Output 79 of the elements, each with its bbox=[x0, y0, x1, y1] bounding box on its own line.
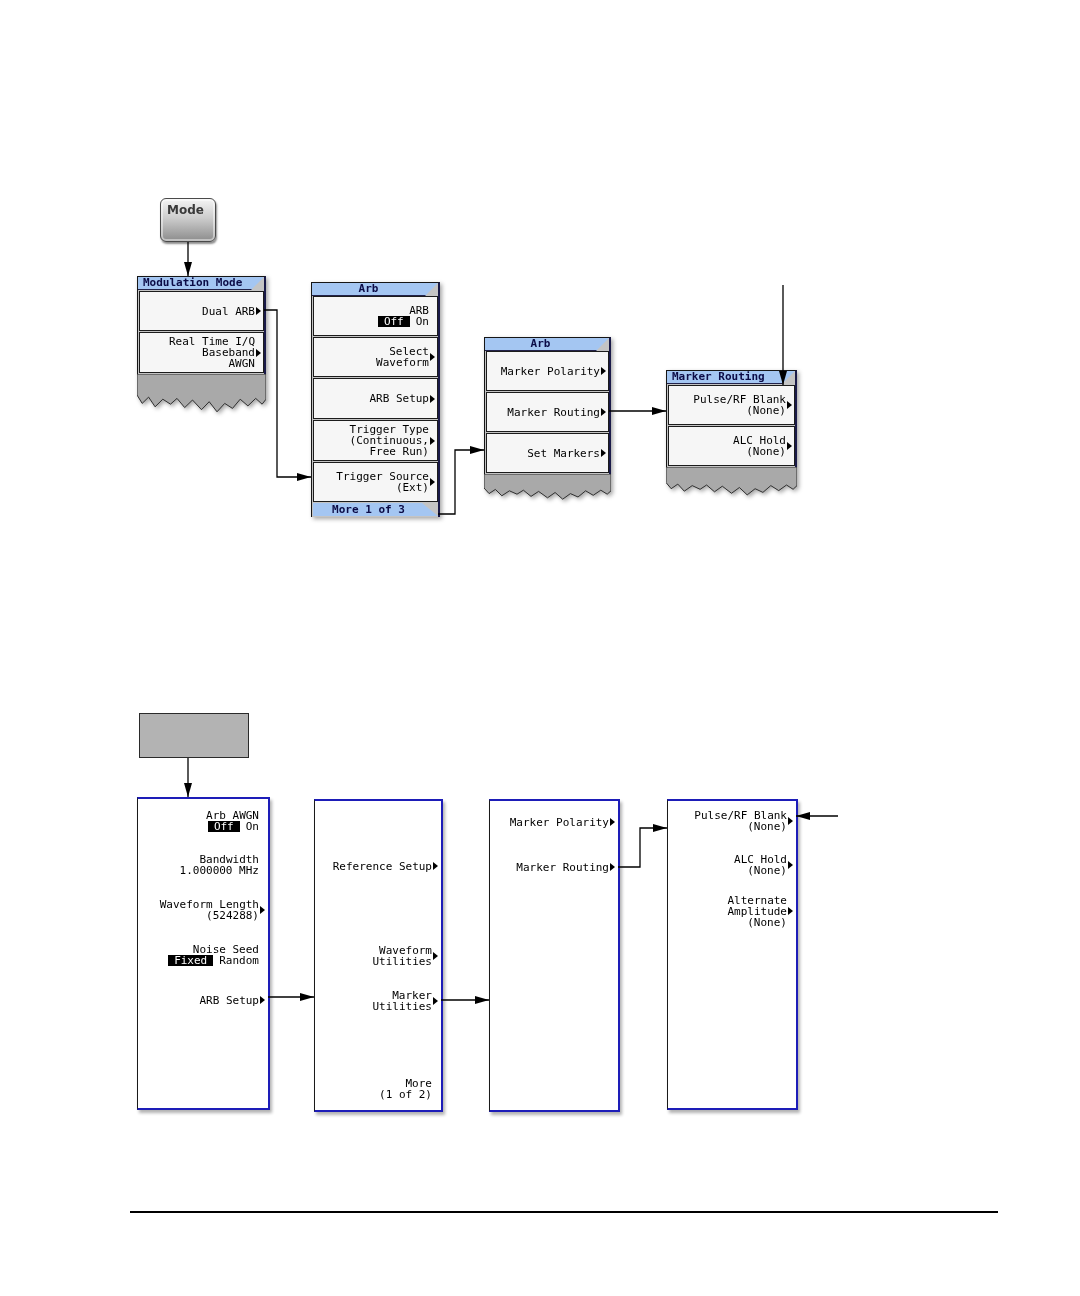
softkey-label: Set Markers bbox=[527, 447, 600, 459]
menu-panel bbox=[311, 282, 440, 517]
softkey bbox=[139, 332, 264, 373]
softkey-value: (Ext) bbox=[395, 482, 429, 493]
softkey-label: Pulse/RF Blank bbox=[693, 394, 786, 405]
softkey-label: Dual ARB bbox=[202, 305, 255, 317]
softkey-label: Arb AWGN bbox=[206, 809, 259, 821]
toggle-option: On bbox=[245, 820, 259, 832]
arrow bbox=[617, 824, 668, 868]
softkey-label: Pulse/RF Blank bbox=[694, 810, 787, 821]
menu-panel bbox=[667, 799, 798, 1110]
arrow bbox=[184, 241, 192, 277]
arrow bbox=[795, 812, 839, 820]
arrow bbox=[267, 993, 315, 1001]
softkey-label: Trigger Source bbox=[336, 471, 429, 482]
softkey-value: (None) bbox=[747, 821, 787, 832]
softkey-value: AWGN bbox=[228, 358, 255, 369]
softkey-label: Trigger Type bbox=[349, 424, 429, 435]
softkey bbox=[486, 392, 609, 432]
softkey-label: Marker Polarity bbox=[500, 365, 600, 377]
arrow bbox=[440, 996, 490, 1004]
arrow bbox=[608, 407, 667, 415]
softkey-label: ARB Setup bbox=[369, 393, 429, 404]
softkey-label: Noise Seed bbox=[192, 944, 259, 955]
softkey-label: Marker Polarity bbox=[509, 816, 609, 828]
arrow bbox=[437, 446, 485, 515]
menu-panel bbox=[666, 370, 797, 498]
softkey-value: (524288) bbox=[206, 910, 259, 921]
softkey-label: Marker Routing bbox=[516, 861, 609, 873]
selected-option: Fixed bbox=[168, 955, 214, 966]
softkey-label: Real Time I/Q Baseband bbox=[167, 336, 255, 358]
softkey-value: (None) bbox=[747, 865, 787, 876]
softkey bbox=[486, 433, 609, 473]
softkey-label: Select Waveform bbox=[375, 346, 429, 368]
softkey-value: (None) bbox=[747, 916, 787, 928]
softkey bbox=[313, 462, 438, 502]
softkey-value: (Continuous, Free Run) bbox=[348, 435, 429, 457]
mode-key: Mode bbox=[160, 198, 216, 242]
menu-panel bbox=[484, 337, 611, 502]
menu-panel bbox=[489, 799, 620, 1112]
softkey-value: 1.000000 MHz bbox=[179, 865, 259, 876]
softkey-label: Waveform Length bbox=[159, 899, 259, 910]
toggle-option: Random bbox=[219, 955, 259, 966]
arrow bbox=[184, 757, 192, 798]
menu-panel bbox=[314, 799, 443, 1112]
softkey bbox=[313, 378, 438, 419]
softkey-label: Marker Utilities bbox=[371, 990, 432, 1012]
more-tab: More 1 of 3 bbox=[313, 503, 438, 516]
menu-title: Marker Routing bbox=[667, 371, 795, 384]
softkey bbox=[313, 296, 438, 336]
softkey bbox=[313, 337, 438, 377]
placeholder-block bbox=[139, 713, 249, 758]
softkey-value: (None) bbox=[746, 405, 786, 416]
softkey-label: Alternate Amplitude bbox=[726, 894, 787, 917]
softkey bbox=[668, 385, 795, 425]
arrow bbox=[263, 309, 312, 481]
softkey-label: Bandwidth bbox=[199, 854, 259, 865]
softkey bbox=[139, 291, 264, 331]
softkey-value: (1 of 2) bbox=[379, 1089, 432, 1100]
softkey bbox=[313, 420, 438, 461]
softkey-label: ALC Hold bbox=[734, 854, 787, 865]
softkey-value: (None) bbox=[746, 446, 786, 457]
selected-option: Off bbox=[377, 316, 410, 327]
toggle-option: On bbox=[415, 316, 429, 327]
softkey-label: ALC Hold bbox=[733, 435, 786, 446]
softkey bbox=[668, 426, 795, 466]
softkey-label: Waveform Utilities bbox=[371, 945, 432, 967]
menu-title: Arb bbox=[485, 338, 609, 351]
softkey-label: Marker Routing bbox=[507, 406, 600, 418]
softkey-label: Reference Setup bbox=[332, 860, 432, 872]
softkey bbox=[486, 351, 609, 391]
selected-option: Off bbox=[207, 820, 240, 832]
softkey-label: ARB Setup bbox=[199, 994, 259, 1006]
softkey-label: ARB bbox=[409, 305, 429, 316]
menu-title: Modulation Mode bbox=[138, 277, 264, 290]
menu-panel bbox=[137, 797, 270, 1110]
arrow bbox=[779, 284, 787, 386]
menu-title: Arb bbox=[312, 283, 438, 296]
softkey-label: More bbox=[405, 1078, 432, 1089]
